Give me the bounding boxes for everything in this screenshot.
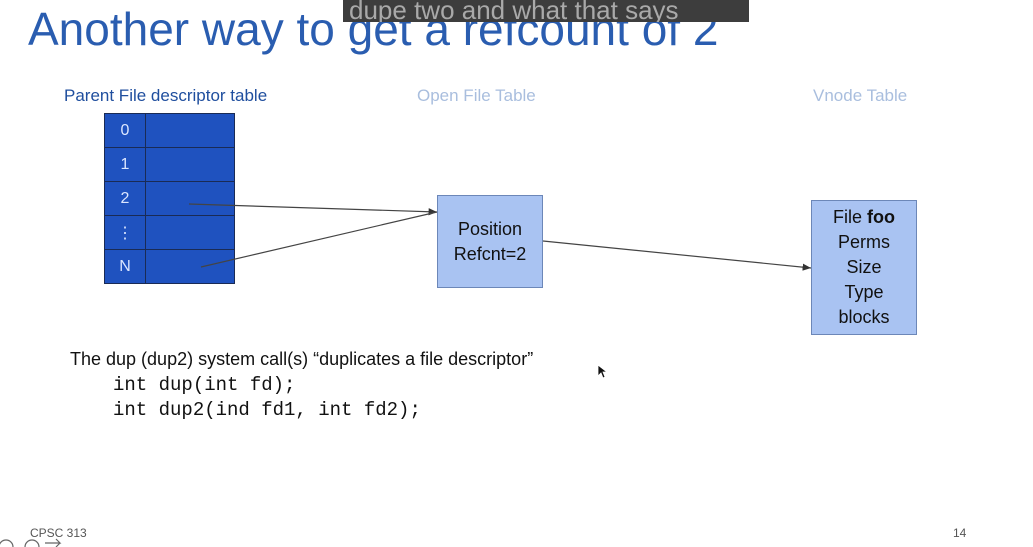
mouse-cursor-icon [597,364,609,379]
code-line-dup: int dup(int fd); [113,374,296,396]
vnode-blocks: blocks [838,307,890,327]
fd-row: 2 [104,181,235,216]
vnode-type: Type [844,282,884,302]
fd-index: 0 [104,113,146,148]
fd-index: N [104,249,146,284]
fd-table: 0 1 2 ⋮ N [104,113,235,284]
fd2-arrow [188,203,438,216]
vnode-entry: File foo Perms Size Type blocks [811,200,917,335]
dup-description: The dup (dup2) system call(s) “duplicate… [70,349,534,369]
parent-fd-table-label: Parent File descriptor table [64,86,268,105]
slide-number: 14 [953,526,967,540]
file-prefix: File [832,207,862,227]
fd-entry [145,181,235,216]
fd-row: N [104,249,235,284]
subtitle-caption: dupe two and what that says [343,0,749,22]
code-line-dup2: int dup2(ind fd1, int fd2); [113,399,421,421]
course-label: CPSC 313 [30,526,87,540]
player-controls-icon[interactable] [0,537,70,547]
vnode-size: Size [846,257,882,277]
position-label: Position [457,218,523,239]
open-to-vnode-arrow [542,240,812,271]
vnode-table-label: Vnode Table [813,86,908,105]
vnode-perms: Perms [837,232,890,252]
open-file-entry: Position Refcnt=2 [437,195,543,288]
open-file-table-label: Open File Table [417,86,536,105]
fd-entry [145,249,235,284]
fd-entry [145,215,235,250]
file-name: foo [867,207,895,227]
vnode-file-line: File foo [833,205,895,230]
fdN-arrow [200,211,438,268]
refcnt-label: Refcnt=2 [453,243,527,264]
